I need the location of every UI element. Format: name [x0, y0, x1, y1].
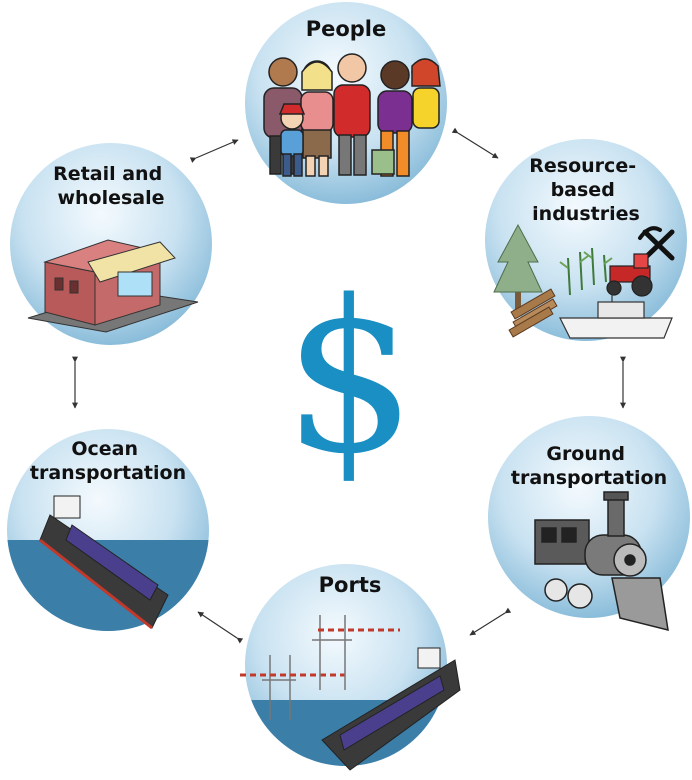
container-ship-icon [321, 647, 461, 771]
crops-icon [559, 247, 613, 296]
svg-text:Resource- based in: Resource- based industries [529, 155, 642, 225]
ocean-ship-icon [39, 495, 169, 630]
svg-text:Ports: Ports [319, 573, 382, 597]
svg-text:Ocean transportation: Ocean transportation [30, 438, 186, 484]
node-resource-label-3: industries [532, 203, 640, 225]
node-ports: Ports [240, 564, 461, 771]
svg-text:Ground transportation: Ground transportation [511, 443, 667, 489]
node-ocean-transportation: Ocean transportation [7, 429, 209, 631]
node-ocean-label-1: Ocean [71, 438, 138, 460]
pick-hammer-icon [638, 226, 675, 261]
node-ground-label-1: Ground [546, 443, 625, 465]
connector-arrows [72, 127, 626, 644]
node-ocean-label-2: transportation [30, 462, 186, 484]
node-resource-industries: Resource- based industries [485, 139, 687, 341]
store-building-icon [27, 239, 199, 333]
arrow-ground-ports [469, 607, 512, 636]
fishing-boat-icon [559, 286, 673, 339]
tractor-icon [606, 253, 653, 297]
tree-icon [493, 223, 543, 315]
node-ground-transportation: Ground transportation [488, 416, 690, 632]
node-retail-label-1: Retail and [53, 163, 162, 185]
people-group-icon [263, 53, 441, 177]
node-resource-label-2: based [551, 179, 615, 201]
node-retail-label-2: wholesale [57, 187, 164, 209]
node-people: People [245, 2, 447, 204]
node-people-label: People [306, 17, 387, 41]
svg-text:Retail and wholesale: Retail and wholesale [53, 163, 169, 209]
port-crane-icon [240, 615, 400, 720]
logs-icon [508, 288, 558, 338]
dollar-symbol: $ [283, 255, 417, 500]
node-ground-label-2: transportation [511, 467, 667, 489]
svg-text:People: People [306, 17, 387, 41]
arrow-people-resource [451, 127, 499, 159]
node-retail-wholesale: Retail and wholesale [10, 143, 212, 345]
locomotive-icon [534, 491, 669, 632]
arrow-ports-ocean [197, 611, 244, 644]
node-ports-label: Ports [319, 573, 382, 597]
arrow-retail-people [189, 139, 239, 163]
node-resource-label-1: Resource- [529, 155, 636, 177]
